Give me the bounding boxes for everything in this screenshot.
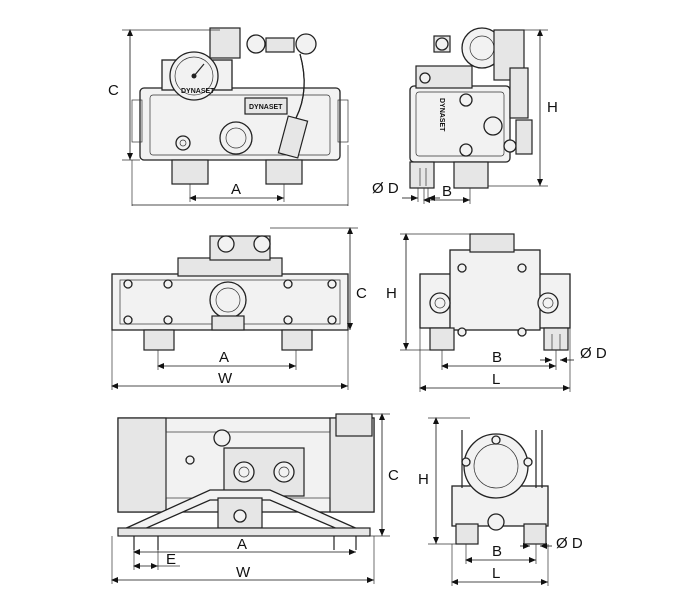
mid-side-port-left-icon: [429, 292, 451, 314]
label-c-view3: C: [356, 285, 367, 302]
side-brand-text: DYNASET: [438, 98, 445, 132]
mid-foot-right: [281, 329, 313, 351]
foot-right: [265, 159, 303, 185]
gauge-brand-text: DYNASET: [181, 88, 215, 95]
label-e-view5: E: [166, 551, 176, 568]
bottom-port-left-icon: [233, 461, 255, 483]
view-front-bottom: C A E W: [111, 413, 399, 584]
bottom-side-port-icon: [487, 513, 505, 531]
hose-connector: [277, 115, 309, 159]
label-a-view5: A: [237, 536, 247, 553]
mid-foot-left: [143, 329, 175, 351]
mid-top-block: [177, 257, 283, 277]
mid-side-block: [449, 249, 541, 331]
view-side-bottom: H B L Ø D: [418, 417, 583, 586]
view-side-middle: H B L Ø D: [386, 233, 607, 392]
valve-knob-icon: [246, 34, 266, 54]
side-foot-right: [453, 161, 489, 189]
label-c-view5: C: [388, 467, 399, 484]
label-a-view1: A: [231, 181, 241, 198]
bottom-left-cap: [117, 417, 167, 513]
label-w-view3: W: [218, 370, 233, 387]
brand-plate: [244, 97, 288, 115]
mid-port-left-icon: [217, 235, 235, 253]
mid-side-foot-left: [429, 327, 455, 351]
hose-fitting-icon: [295, 33, 317, 55]
bottom-base: [117, 527, 371, 537]
label-b-view2: B: [442, 183, 452, 200]
label-h-view6: H: [418, 471, 429, 488]
side-foot-left: [409, 161, 435, 189]
label-d-view6: Ø D: [556, 535, 583, 552]
view-front-top: DYNASET DYNASET C A: [108, 27, 349, 206]
bottom-side-foot-left: [455, 523, 479, 545]
center-port-icon: [219, 121, 253, 155]
mid-side-port-right-icon: [537, 292, 559, 314]
bottom-top-port-icon: [213, 429, 231, 447]
mid-side-foot-right: [543, 327, 569, 351]
label-b-view6: B: [492, 543, 502, 560]
mid-port-right-icon: [253, 235, 271, 253]
bottom-port-right-icon: [273, 461, 295, 483]
bottom-side-foot-right: [523, 523, 547, 545]
label-c-view1: C: [108, 82, 119, 99]
brand-plate-text: DYNASET: [249, 104, 283, 111]
label-w-view5: W: [236, 564, 251, 581]
view-side-top: DYNASET H B Ø D: [372, 27, 558, 204]
label-a-view3: A: [219, 349, 229, 366]
side-knob-icon: [435, 37, 449, 51]
foot-left: [171, 159, 209, 185]
view-front-middle: C A W: [111, 227, 367, 390]
bottom-center-hole-icon: [233, 509, 247, 523]
side-gauge-block: [415, 65, 473, 89]
label-h-view4: H: [386, 285, 397, 302]
label-l-view4: L: [492, 371, 500, 388]
label-d-view2: Ø D: [372, 180, 399, 197]
mid-center-port-icon: [209, 281, 247, 319]
label-b-view4: B: [492, 349, 502, 366]
right-end-cap: [337, 99, 349, 143]
valve-block: [209, 27, 241, 59]
label-d-view4: Ø D: [580, 345, 607, 362]
mid-side-top: [469, 233, 515, 253]
side-port-icon: [483, 116, 503, 136]
label-l-view6: L: [492, 565, 500, 582]
small-port-icon: [175, 135, 191, 151]
label-h-view2: H: [547, 99, 558, 116]
